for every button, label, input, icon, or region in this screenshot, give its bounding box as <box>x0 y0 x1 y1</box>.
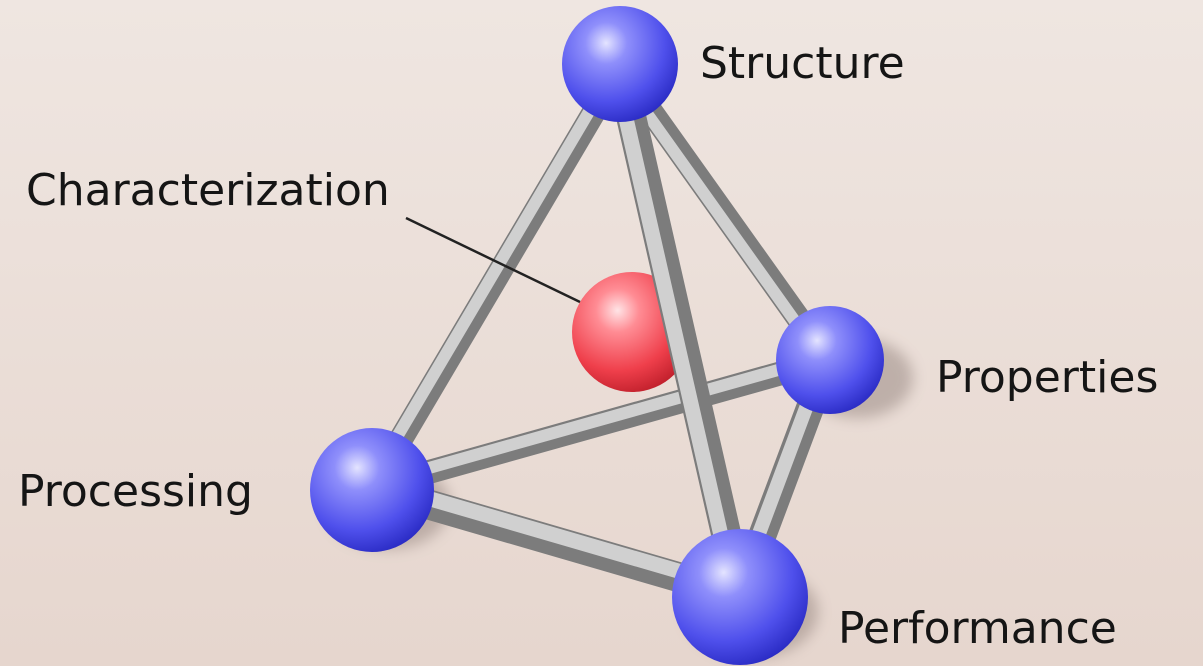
rod-structure-properties <box>608 56 840 372</box>
characterization-leader-line <box>405 216 581 304</box>
structure-sphere <box>562 6 678 122</box>
label-performance: Performance <box>838 603 1117 654</box>
rod-structure-performance <box>605 53 755 610</box>
label-characterization: Characterization <box>26 165 390 216</box>
label-properties: Properties <box>936 352 1158 403</box>
label-structure: Structure <box>700 38 905 89</box>
processing-sphere <box>310 428 434 552</box>
rod-processing-properties <box>360 348 840 500</box>
properties-sphere <box>776 306 884 414</box>
rod-structure-processing <box>360 56 632 500</box>
performance-sphere <box>672 529 808 665</box>
label-processing: Processing <box>18 466 253 517</box>
